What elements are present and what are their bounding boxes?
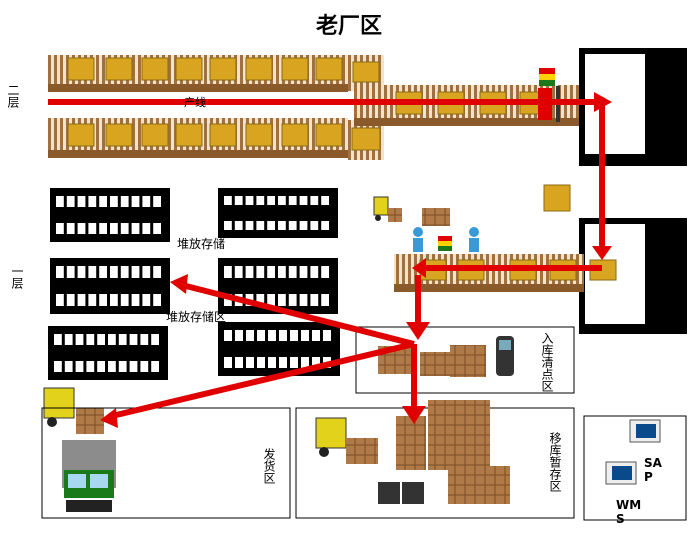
line-label: 产线 [184,96,206,109]
pallet-trucks-icon [378,482,424,504]
inbound-crates [378,345,486,377]
staging-crates [396,400,510,504]
floor-label-second: 二层 [6,84,20,108]
zone-shipping [41,407,291,519]
signal-light-icon [539,68,555,86]
staging-zone-label: 移库暂存区 [548,432,562,492]
computer-icon [605,419,661,485]
wms-label: WMS [616,498,642,526]
forklift-icon [315,417,378,464]
conveyor-first-floor [394,254,617,292]
storage-area-label: 堆放存储区 [166,310,227,324]
storage-label: 堆放存储 [177,237,226,251]
elevator-label-upper: 升降机 [650,94,664,130]
shipping-zone-label: 发货区 [262,448,276,484]
flow-arrows [48,99,605,419]
zone-systems [583,415,687,521]
floor-label-first: 一层 [10,265,24,289]
conveyor-main-line [354,85,617,126]
elevator-label-lower: 升降机 [650,258,664,294]
storage-racks [48,188,340,380]
workers-icon [413,227,479,252]
flow-arrowheads [100,92,612,428]
inbound-zone-label: 入库清点区 [540,332,554,392]
sap-label: SAP [644,456,662,484]
truck-icon [62,440,116,512]
forklift-icon [43,387,104,434]
single-box [543,184,571,212]
scanner-icon [496,336,514,376]
conveyor-lower [48,118,384,160]
forklift-icon [373,196,450,226]
conveyor-upper [48,55,384,92]
page-title: 老厂区 [315,13,382,39]
